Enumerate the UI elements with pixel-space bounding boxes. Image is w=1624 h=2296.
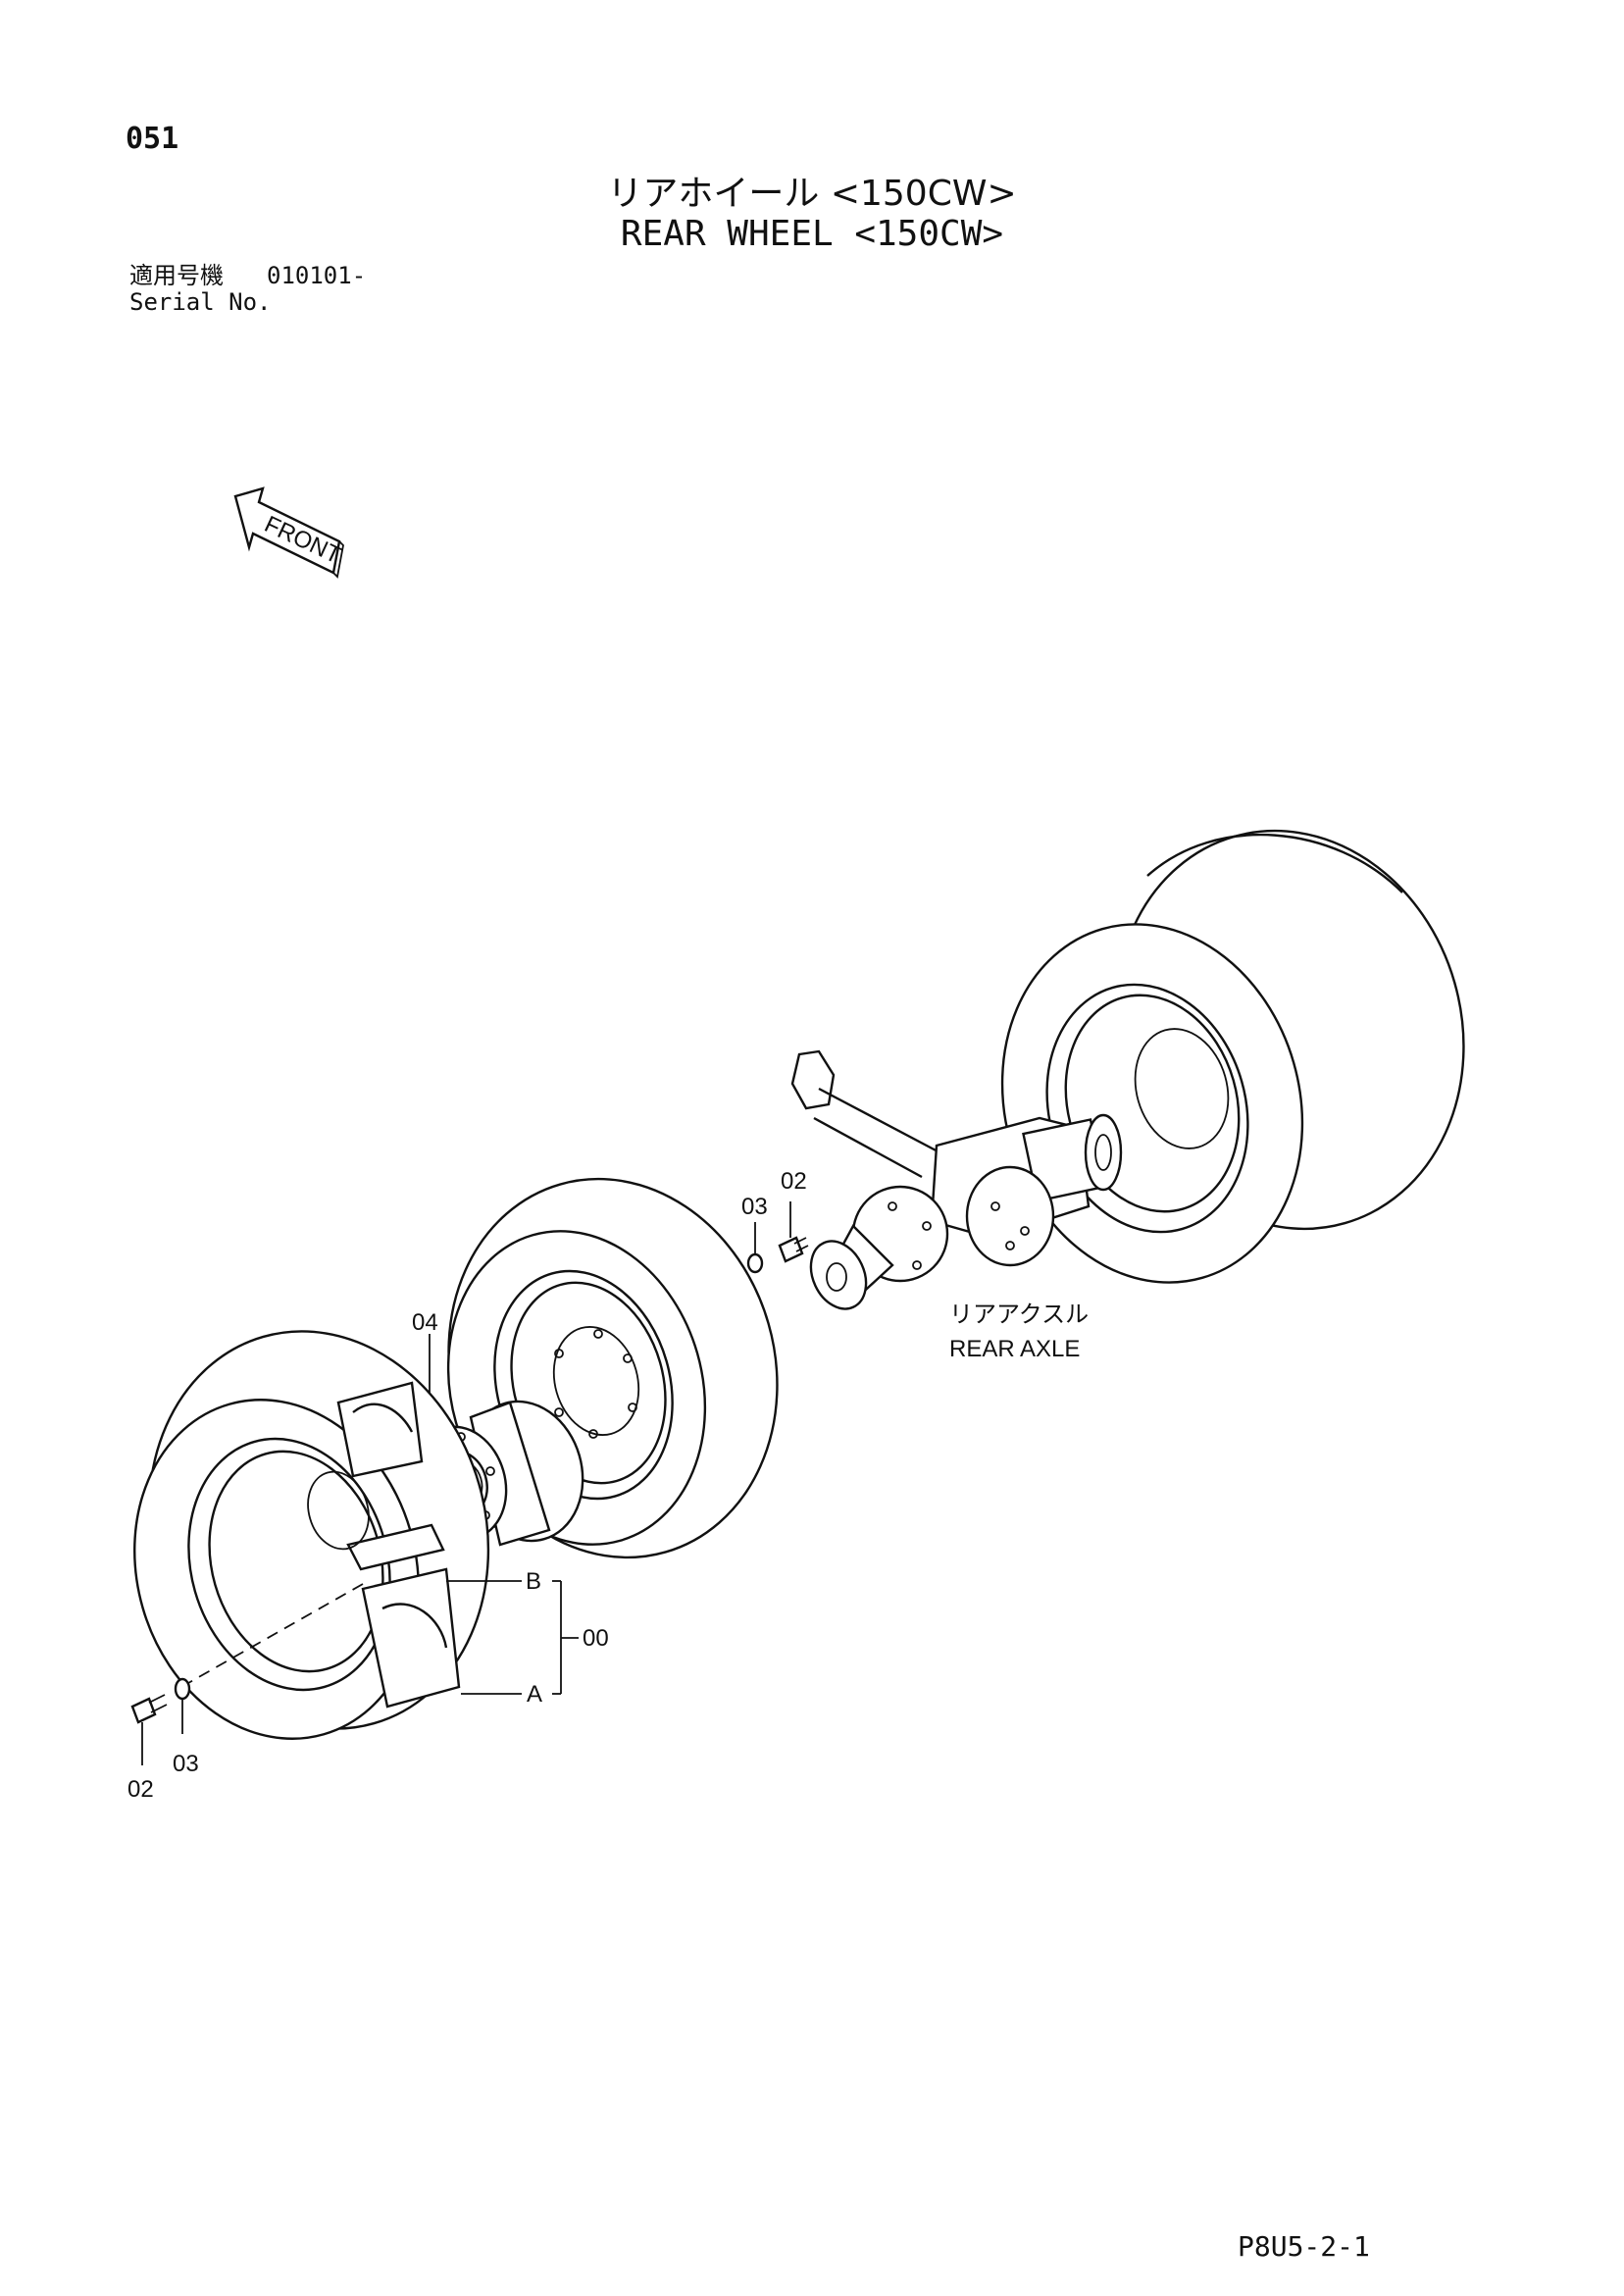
page-title-english: REAR WHEEL <150CW>: [620, 214, 1004, 254]
callout-b: B: [526, 1568, 541, 1595]
rear-tire-left-cutaway: [133, 1330, 490, 1740]
callout-02-left: 02: [127, 1776, 154, 1803]
assembly-bracket: [446, 1580, 579, 1695]
rear-axle-label-japanese: リアアクスル: [949, 1301, 1089, 1328]
front-arrow-label: FRONT: [260, 511, 345, 570]
serial-number-block: 適用号機 010101- Serial No.: [129, 263, 366, 316]
footer-page-code: P8U5-2-1: [1238, 2230, 1370, 2263]
callout-a: A: [527, 1681, 542, 1708]
serial-label-english: Serial No.: [129, 288, 272, 316]
callout-03-axle: 03: [741, 1194, 768, 1220]
callout-04: 04: [412, 1309, 438, 1336]
rear-axle-label-english: REAR AXLE: [949, 1336, 1080, 1362]
page-title-japanese: リアホイール <150CW>: [607, 174, 1017, 214]
axle-bolt-and-washer: [746, 1201, 809, 1274]
serial-label-japanese: 適用号機: [129, 262, 224, 289]
wheel-bolt-and-washer: [130, 1677, 191, 1765]
serial-value: 010101-: [267, 262, 367, 289]
front-arrow-icon: FRONT: [233, 486, 345, 579]
rear-axle-assembly: [790, 1049, 1123, 1310]
callout-02-axle: 02: [781, 1168, 807, 1195]
callout-00: 00: [583, 1625, 609, 1652]
callout-03-left: 03: [173, 1751, 199, 1777]
page-number: 051: [126, 122, 179, 156]
